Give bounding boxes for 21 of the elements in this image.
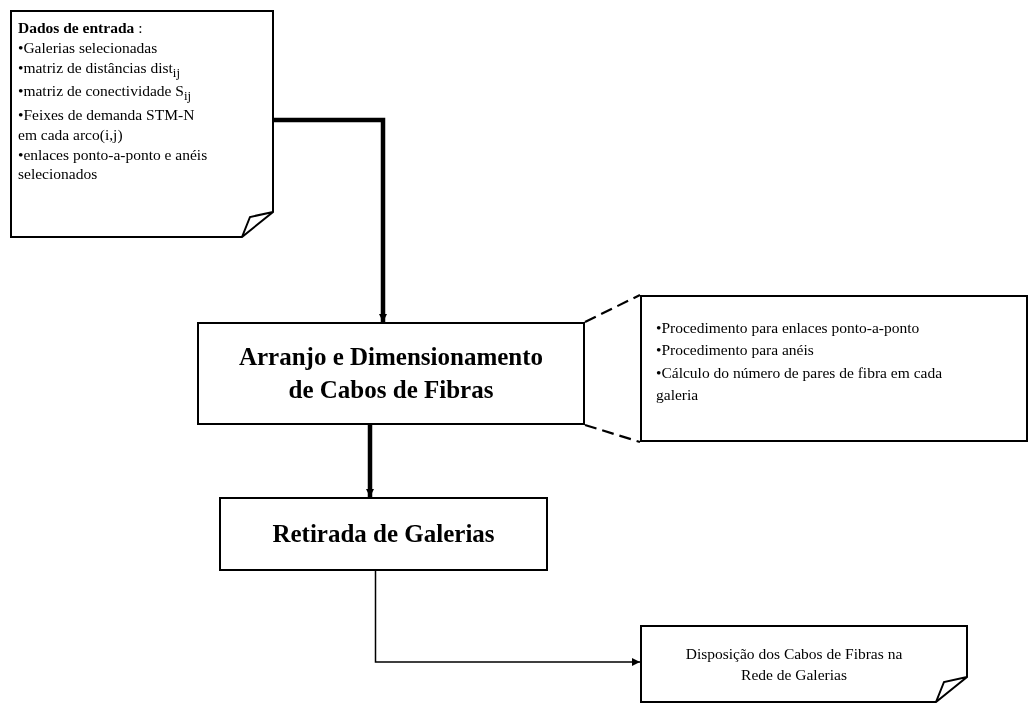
callout-line [583, 293, 642, 444]
procedure-item: •Cálculo do número de pares de fibra em cada galeria [656, 362, 944, 406]
input-item: •enlaces ponto-a-ponto e anéis selecionados [18, 144, 209, 185]
input-item: •Feixes de demanda STM-N em cada arco(i,j) [18, 104, 196, 145]
arrow [274, 117, 387, 322]
note-shape [640, 625, 968, 703]
arrow [374, 570, 641, 666]
process-box [640, 295, 1028, 442]
note-shape [10, 10, 274, 238]
input-item: •Galerias selecionadas [18, 37, 159, 58]
arrow [366, 425, 374, 497]
input-heading: Dados de entrada : [18, 18, 144, 38]
input-item: •matriz de distâncias dist$_{ij}$ [18, 57, 181, 82]
procedure-item: •Procedimento para enlaces ponto-a-ponto [656, 318, 921, 338]
output-text: Disposição dos Cabos de Fibras na Rede de Galerias [684, 644, 904, 685]
procedure-item: •Procedimento para anéis [656, 340, 815, 361]
process-title: Arranjo e Dimensionamento de Cabos de Fibras [237, 342, 545, 405]
process-box [219, 497, 548, 571]
process-box [197, 322, 585, 425]
process-title: Retirada de Galerias [272, 518, 495, 549]
input-item: •matriz de conectividade S$_{ij}$ [18, 81, 193, 105]
